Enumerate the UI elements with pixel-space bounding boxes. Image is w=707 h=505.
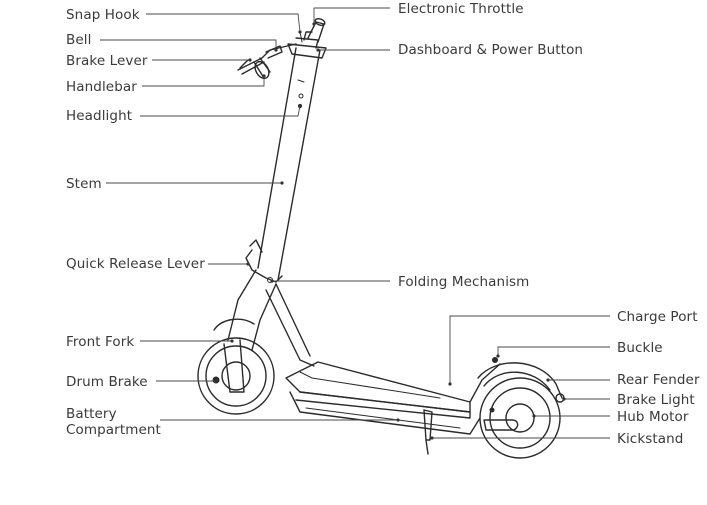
leader-bell xyxy=(100,39,277,50)
battery-compartment-shape xyxy=(289,391,481,435)
left-grip-end xyxy=(254,60,270,80)
drum-brake-hub xyxy=(221,361,251,391)
label-dashboard-power-button: Dashboard & Power Button xyxy=(398,42,583,58)
label-electronic-throttle: Electronic Throttle xyxy=(398,1,524,17)
frame-down-tube xyxy=(265,289,315,367)
leader-handlebar xyxy=(142,76,265,87)
label-headlight: Headlight xyxy=(66,108,132,124)
rear-fender-shape xyxy=(477,362,563,399)
label-buckle: Buckle xyxy=(617,340,663,356)
rear-fender-inner xyxy=(483,371,551,391)
front-fender xyxy=(213,318,255,331)
label-brake-lever: Brake Lever xyxy=(66,53,148,69)
kickstand-shape xyxy=(423,409,433,441)
scooter-illustration xyxy=(197,18,565,459)
kickstand-foot xyxy=(425,439,429,455)
front-wheel-rim xyxy=(205,345,267,407)
leader-snap-hook xyxy=(146,13,301,33)
label-rear-fender: Rear Fender xyxy=(617,372,700,388)
label-hub-motor: Hub Motor xyxy=(617,409,689,425)
handlebar-left-grip-edge xyxy=(241,61,265,75)
front-wheel-tyre xyxy=(197,337,275,415)
callout-labels: Snap Hook Bell Brake Lever Handlebar Hea… xyxy=(66,1,700,447)
headlight-slot xyxy=(297,79,305,83)
buckle-icon xyxy=(492,357,498,363)
deck-edge xyxy=(295,391,471,419)
front-fork-blade xyxy=(223,339,245,393)
quick-release-lever-shape xyxy=(249,239,263,253)
rear-deck-rise xyxy=(469,363,501,403)
headlight-icon xyxy=(298,93,304,99)
hub-motor-icon xyxy=(505,403,535,433)
label-quick-release-lever: Quick Release Lever xyxy=(66,256,205,272)
rear-wheel-tyre xyxy=(479,377,561,459)
right-grip-end xyxy=(314,18,326,26)
label-folding-mechanism: Folding Mechanism xyxy=(398,274,529,290)
leader-buckle xyxy=(497,346,610,356)
leader-lines xyxy=(100,7,610,440)
rear-swingarm xyxy=(483,419,519,431)
label-kickstand: Kickstand xyxy=(617,431,683,447)
front-fork-left xyxy=(227,269,257,341)
deck-grip-line xyxy=(299,371,441,399)
battery-compartment-seam xyxy=(305,407,461,429)
label-battery-compartment-line1: Battery xyxy=(66,406,117,422)
rear-wheel-rim xyxy=(489,387,551,449)
label-battery-compartment-line2: Compartment xyxy=(66,422,161,438)
front-fork-right xyxy=(251,283,277,351)
rear-axle-bolt xyxy=(489,407,495,413)
throttle xyxy=(303,31,313,41)
frame-down-tube-inner xyxy=(275,283,311,357)
label-drum-brake: Drum Brake xyxy=(66,374,148,390)
label-front-fork: Front Fork xyxy=(66,334,134,350)
label-handlebar: Handlebar xyxy=(66,79,137,95)
brake-lever xyxy=(239,59,249,69)
leader-charge-port xyxy=(449,315,610,384)
leader-headlight xyxy=(140,105,301,117)
stem-left-edge xyxy=(257,47,297,269)
label-stem: Stem xyxy=(66,176,102,192)
label-snap-hook: Snap Hook xyxy=(66,7,140,23)
stem-head xyxy=(287,43,327,59)
label-charge-port: Charge Port xyxy=(617,309,698,325)
snap-hook-icon xyxy=(299,31,303,43)
label-bell: Bell xyxy=(66,32,91,48)
handlebar-left xyxy=(237,43,297,71)
bell-housing xyxy=(265,45,283,59)
label-brake-light: Brake Light xyxy=(617,392,695,408)
deck-top xyxy=(285,361,471,413)
leader-electronic-throttle xyxy=(313,7,390,24)
right-grip xyxy=(307,21,325,43)
stem-right-edge xyxy=(277,49,321,281)
